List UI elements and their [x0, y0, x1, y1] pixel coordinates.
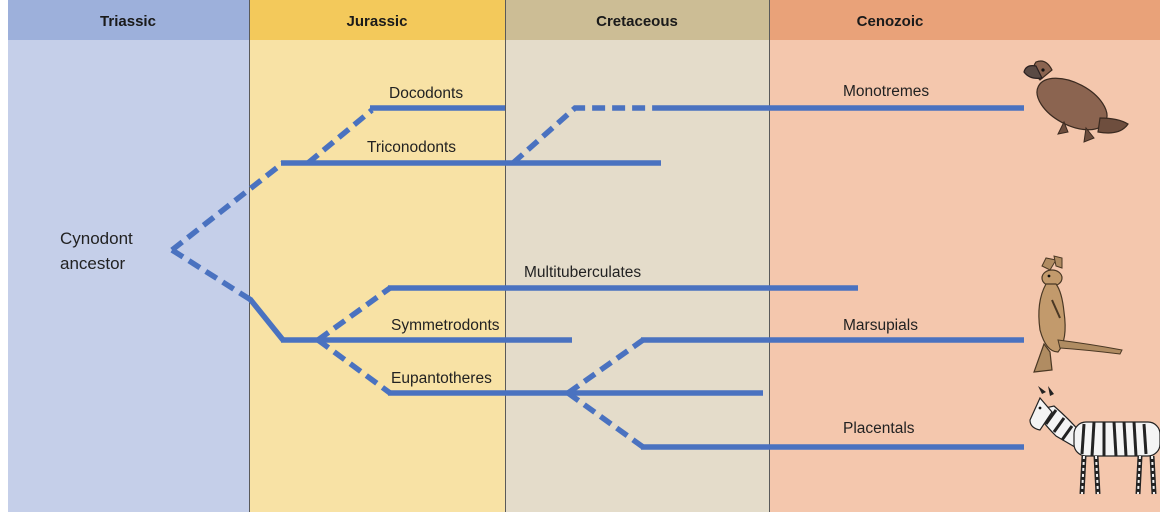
period-label-jurassic: Jurassic	[347, 13, 408, 30]
taxon-label-monotremes: Monotremes	[843, 83, 929, 100]
taxon-label-placentals: Placentals	[843, 420, 915, 437]
cenozoic-header	[769, 0, 1160, 40]
taxon-label-marsupials: Marsupials	[843, 317, 918, 334]
ancestor-label-line2: ancestor	[60, 254, 126, 273]
period-label-triassic: Triassic	[100, 13, 156, 30]
taxon-label-triconodonts: Triconodonts	[367, 139, 456, 156]
period-label-cenozoic: Cenozoic	[857, 13, 924, 30]
taxon-label-multituberculates: Multituberculates	[524, 264, 641, 281]
ancestor-label-line1: Cynodont	[60, 229, 133, 248]
period-label-cretaceous: Cretaceous	[596, 13, 678, 30]
jurassic-band	[249, 18, 505, 512]
taxon-label-symmetrodonts: Symmetrodonts	[391, 317, 500, 334]
taxon-label-docodonts: Docodonts	[389, 85, 463, 102]
triassic-band	[8, 18, 249, 512]
taxon-label-eupantotheres: Eupantotheres	[391, 370, 492, 387]
